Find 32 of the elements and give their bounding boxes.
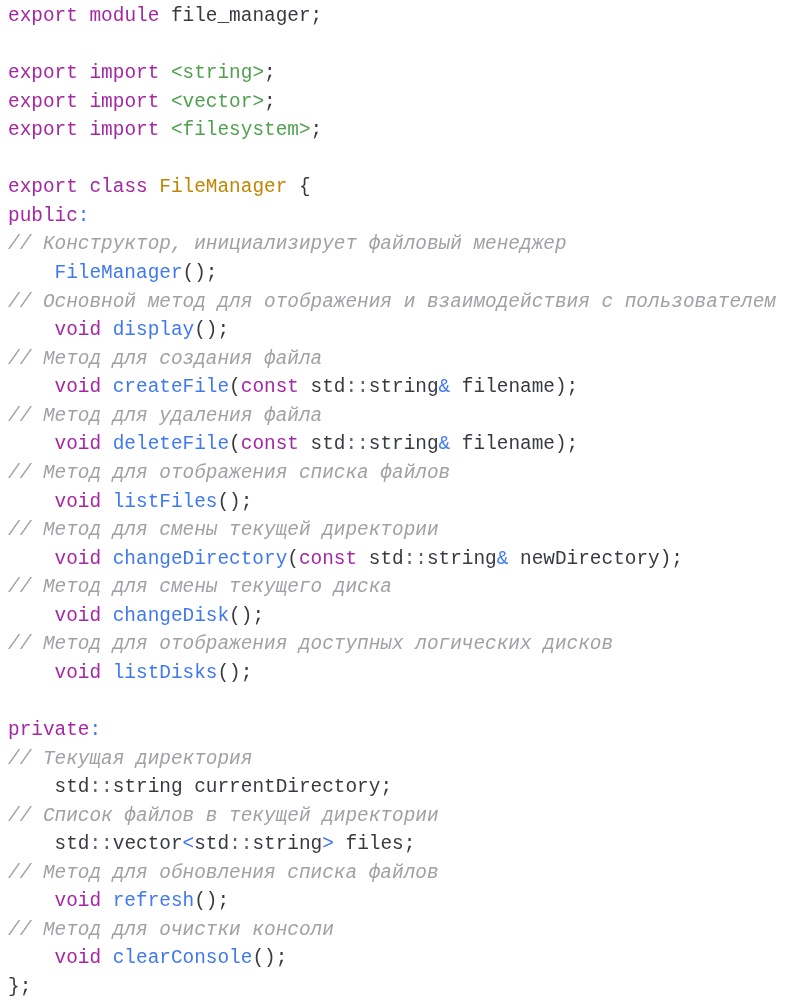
code-line: export import <vector>;: [8, 89, 276, 114]
code-line: // Конструктор, инициализирует файловый менеджер: [8, 232, 567, 257]
code-line: // Метод для очистки консоли: [8, 917, 334, 942]
code-line: // Метод для отображения доступных логических дисков: [8, 632, 614, 657]
code-line: // Текущая директория: [8, 746, 253, 771]
code-line: void listDisks();: [53, 660, 253, 685]
code-line: // Метод для смены текущей директории: [8, 518, 439, 543]
code-line: // Основной метод для отображения и взаимодействия с пользователем: [8, 289, 776, 314]
code-line: };: [8, 975, 32, 1000]
code-line: void changeDirectory(const std::string& newDirectory);: [53, 546, 683, 571]
code-line: export import <string>;: [8, 61, 276, 86]
code-line: void listFiles();: [53, 489, 253, 514]
code-line: void display();: [53, 318, 230, 343]
code-line: FileManager();: [53, 261, 218, 286]
code-line: // Список файлов в текущей директории: [8, 803, 439, 828]
code-line: // Метод для смены текущего диска: [8, 575, 392, 600]
code-line: // Метод для обновления списка файлов: [8, 860, 439, 885]
code-line: void clearConsole();: [53, 946, 288, 971]
code-line: export import <filesystem>;: [8, 118, 323, 143]
code-line: void createFile(const std::string& filename);: [53, 375, 579, 400]
code-line: private:: [8, 718, 102, 742]
code-line: void changeDisk();: [53, 603, 265, 628]
code-line: std::vector<std::string> files;: [53, 832, 416, 857]
code-line: void deleteFile(const std::string& filename);: [53, 432, 579, 457]
code-line: // Метод для удаления файла: [8, 403, 323, 428]
code-line: export module file_manager;: [8, 4, 323, 28]
code-line: export class FileManager {: [8, 175, 311, 200]
code-line: // Метод для отображения списка файлов: [8, 460, 451, 485]
code-line: // Метод для создания файла: [8, 346, 323, 371]
code-line: std::string currentDirectory;: [53, 775, 393, 800]
code-line: public:: [8, 203, 90, 228]
code-line: void refresh();: [53, 889, 230, 914]
